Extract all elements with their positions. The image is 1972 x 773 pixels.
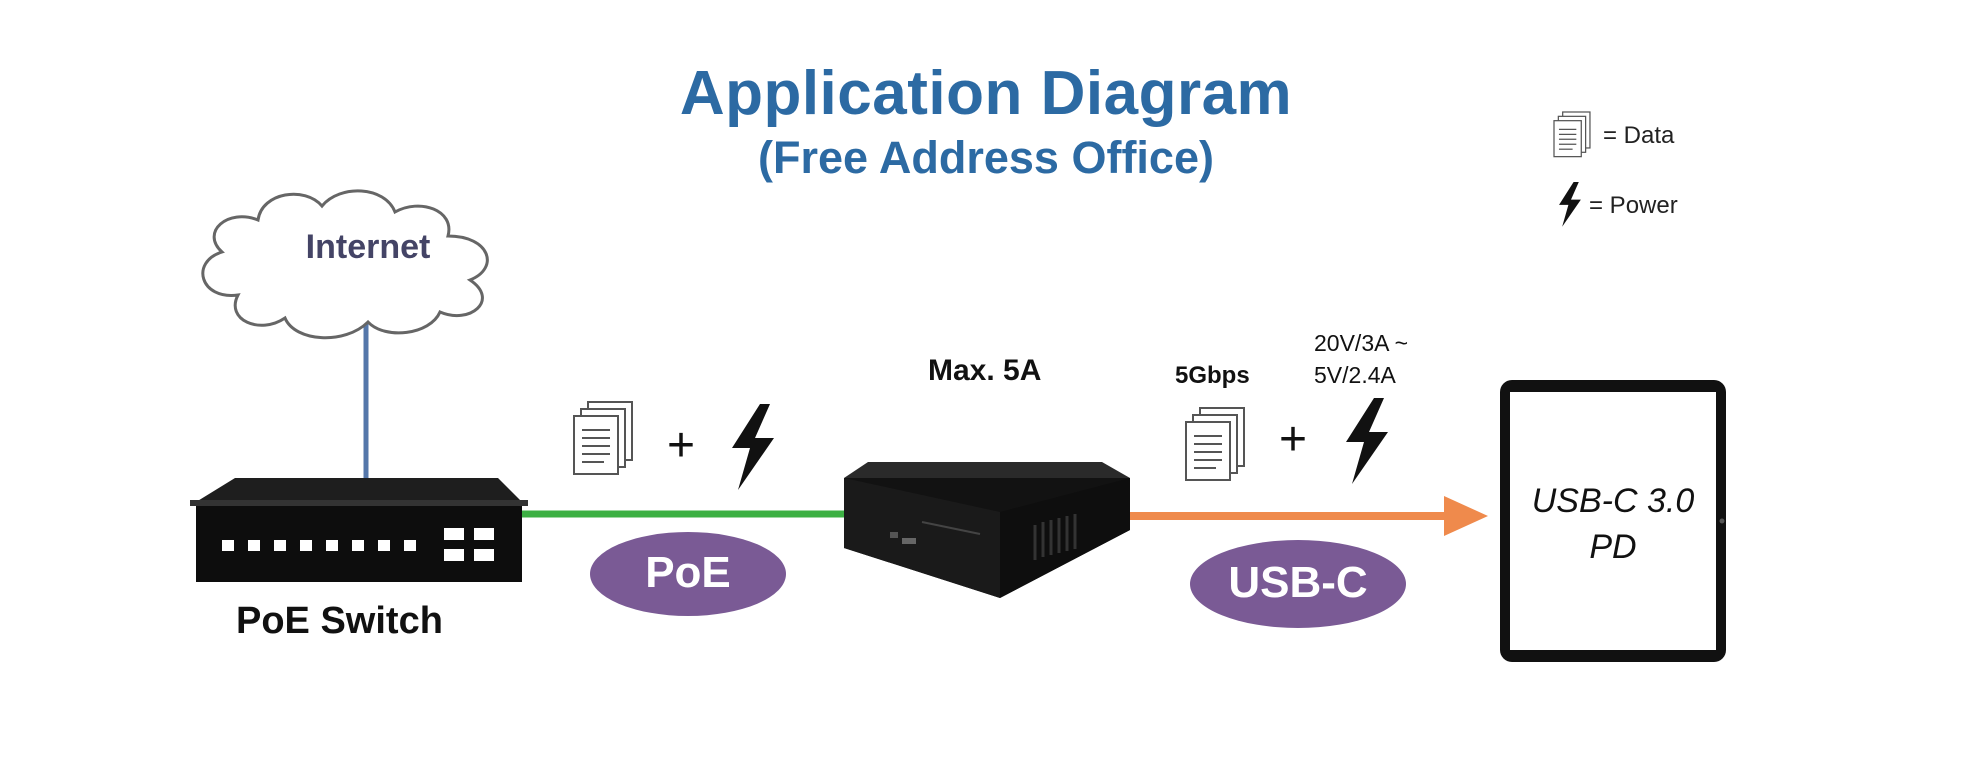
usbc-speed-label: 5Gbps xyxy=(1175,362,1250,389)
poe-pill xyxy=(590,532,786,616)
poe-plus: + xyxy=(667,419,696,472)
usbc-link-label: USB-C xyxy=(1228,558,1368,607)
legend-data-label: = Data xyxy=(1603,122,1675,149)
poe-link-label: PoE xyxy=(645,548,731,597)
poe-data-icon xyxy=(573,401,633,475)
legend-power-icon xyxy=(1559,182,1581,227)
poe-switch-label: PoE Switch xyxy=(236,600,443,642)
cloud-icon xyxy=(201,189,489,340)
device-label-line1: USB-C 3.0 xyxy=(1531,482,1695,520)
legend-data-icon xyxy=(1553,111,1591,158)
usbc-power-line2: 5V/2.4A xyxy=(1314,362,1396,388)
tablet-icon xyxy=(1500,380,1726,662)
network-switch-icon xyxy=(190,478,528,582)
usbc-pill xyxy=(1190,540,1406,628)
diagram-subtitle: (Free Address Office) xyxy=(758,132,1214,183)
usbc-power-icon xyxy=(1346,398,1388,484)
legend-power-label: = Power xyxy=(1589,192,1678,219)
usbc-data-icon xyxy=(1185,407,1245,481)
diagram-title: Application Diagram xyxy=(679,59,1293,128)
converter-label: Max. 5A xyxy=(928,354,1042,387)
device-label-line2: PD xyxy=(1589,528,1637,566)
internet-label: Internet xyxy=(305,228,431,266)
poe-power-icon xyxy=(732,404,774,490)
usbc-power-line1: 20V/3A ~ xyxy=(1314,330,1408,356)
usbc-arrowhead xyxy=(1444,496,1488,536)
converter-box-icon xyxy=(844,462,1130,598)
usbc-plus: + xyxy=(1279,413,1308,466)
